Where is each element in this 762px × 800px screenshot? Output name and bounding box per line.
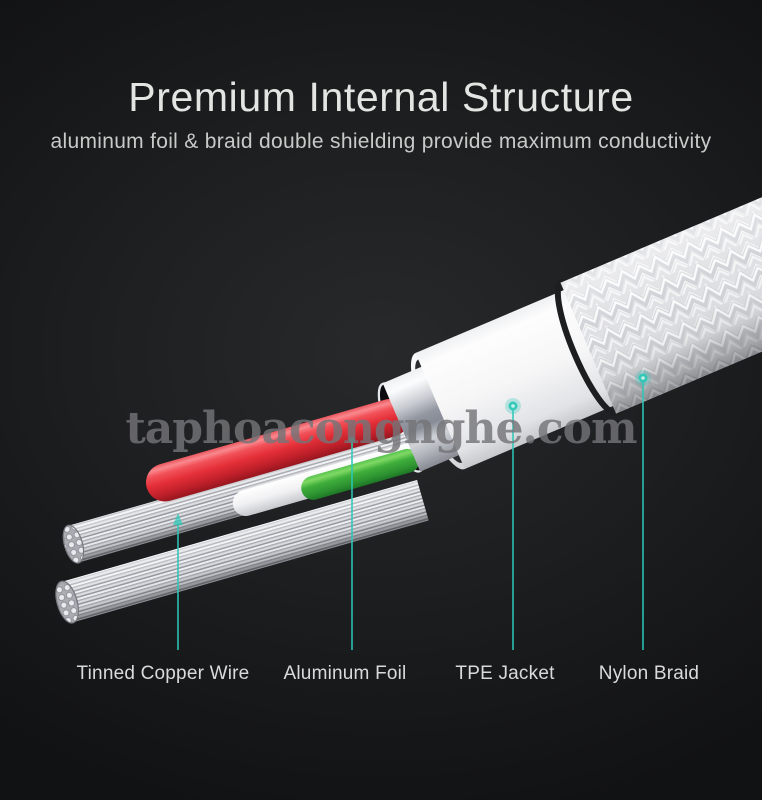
dot-marker-aluminum-foil [349,437,355,443]
dot-core-nylon-braid [641,376,645,380]
copper-bundle-upper-cut-face [62,524,85,564]
label-tinned-copper-wire: Tinned Copper Wire [76,663,250,684]
page-subtitle: aluminum foil & braid double shielding p… [50,130,712,153]
inner-conductors [55,399,429,624]
arrow-up-icon [173,513,183,525]
label-nylon-braid: Nylon Braid [598,663,700,684]
green-wire [301,448,420,500]
page-title: Premium Internal Structure [128,74,634,120]
label-aluminum-foil: Aluminum Foil [283,663,407,684]
red-wire [145,399,409,502]
callout-lines [173,370,651,650]
label-tpe-jacket: TPE Jacket [455,663,555,684]
aluminum-foil-layer [382,362,469,472]
watermark: taphoacongnghe.com [125,403,637,454]
copper-bundle-lower [55,479,429,624]
dot-core-tpe-jacket [511,404,515,408]
copper-bundle-lower-cut-face [55,580,80,624]
nylon-braid-layer [560,185,762,414]
callout-markers [173,370,651,525]
cable-outer-layers [382,185,762,472]
